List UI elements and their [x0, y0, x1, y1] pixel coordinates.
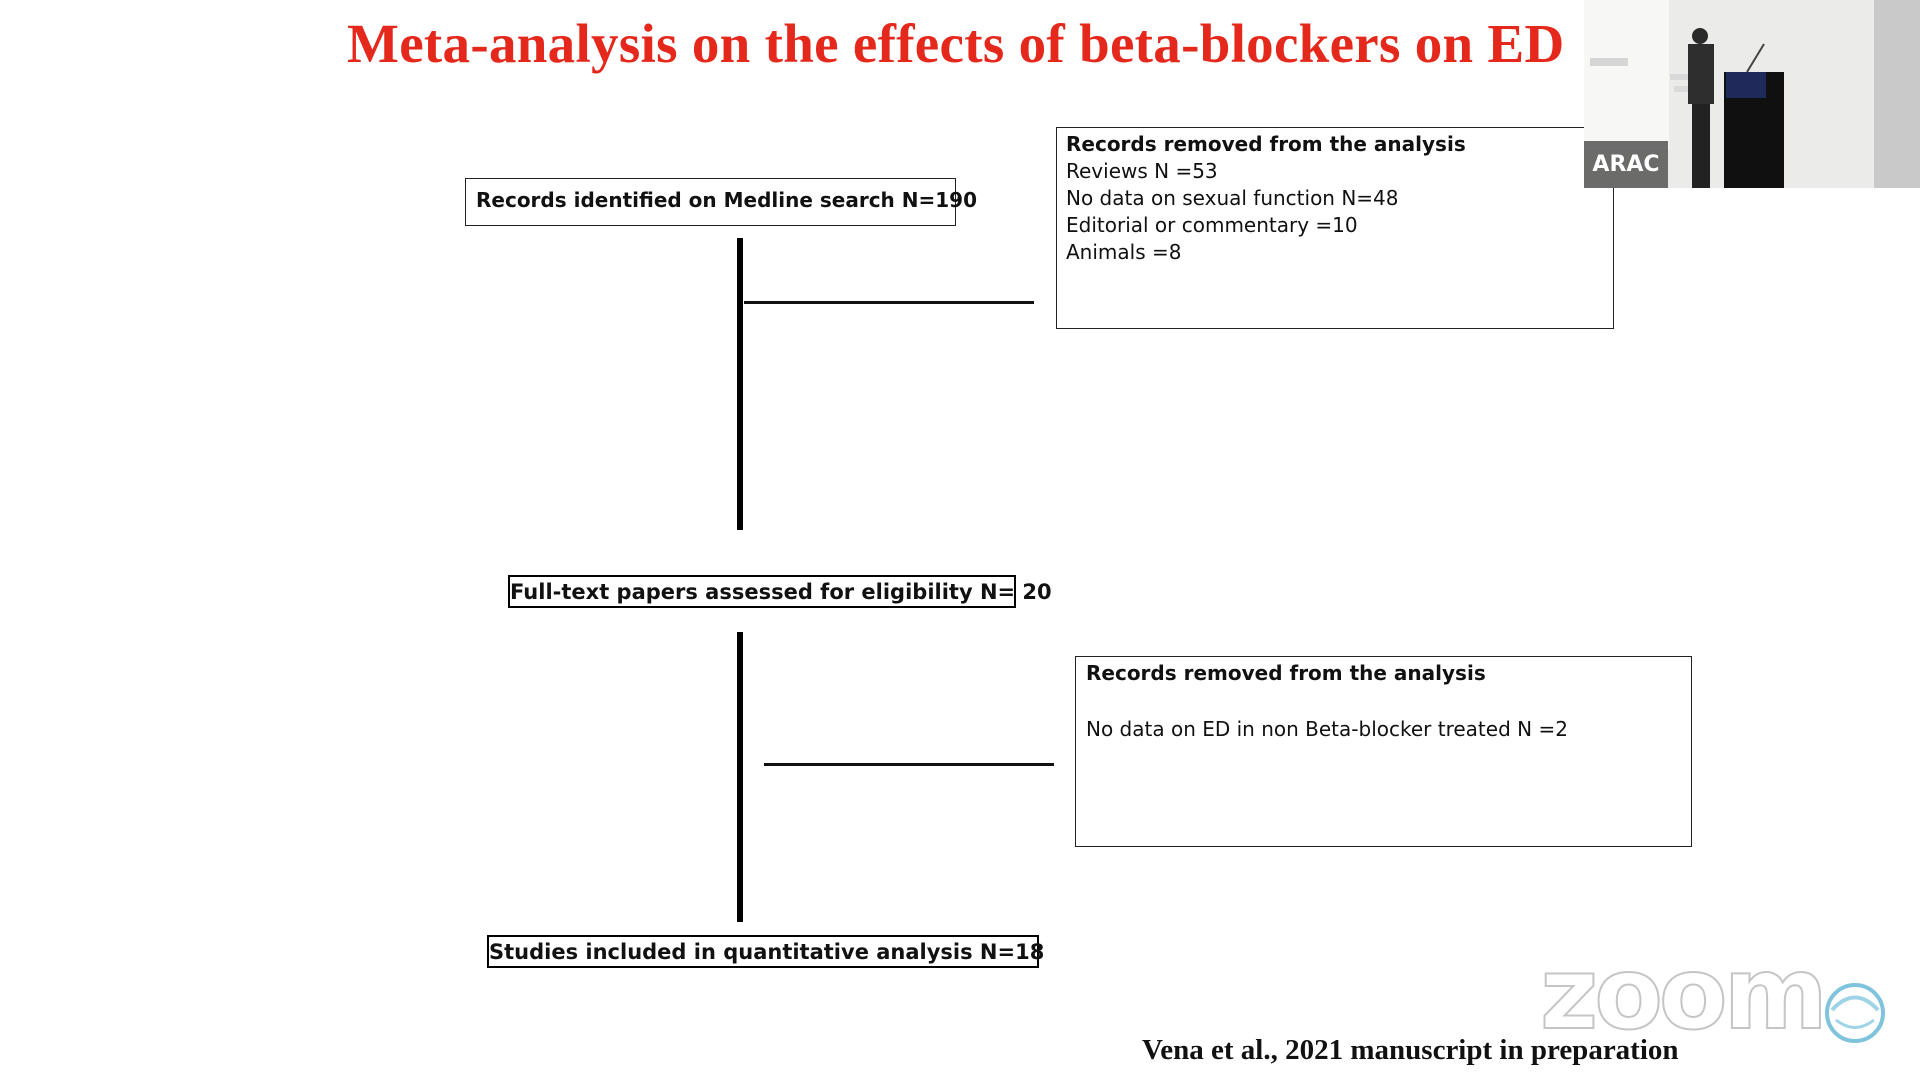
removed-panel-2: Records removed from the analysis No dat…	[1075, 656, 1692, 847]
video-tile[interactable]	[1584, 0, 1920, 188]
removed-1-heading: Records removed from the analysis	[1066, 132, 1466, 156]
removed-1-item: Editorial or commentary =10	[1066, 213, 1358, 237]
fulltext-label: Full-text papers assessed for eligibilit…	[510, 580, 1052, 604]
removed-2-item: No data on ED in non Beta-blocker treate…	[1086, 717, 1568, 741]
connector-vertical-1	[737, 238, 743, 530]
removed-2-heading: Records removed from the analysis	[1086, 661, 1486, 685]
participant-name: ARAC	[1592, 152, 1660, 177]
removed-1-item: Reviews N =53	[1066, 159, 1218, 183]
citation: Vena et al., 2021 manuscript in preparat…	[1142, 1034, 1679, 1066]
fulltext-box: Full-text papers assessed for eligibilit…	[508, 575, 1052, 608]
speaker-video-thumbnail	[1584, 0, 1920, 188]
included-label: Studies included in quantitative analysi…	[489, 940, 1045, 964]
removed-1-item: No data on sexual function N=48	[1066, 186, 1399, 210]
connector-horizontal-1	[744, 301, 1034, 304]
connector-vertical-2	[737, 632, 743, 922]
removed-panel-1: Records removed from the analysis Review…	[1056, 127, 1614, 329]
participant-name-tag: ARAC	[1584, 141, 1668, 188]
zoom-watermark: zoom	[1539, 934, 1829, 1053]
removed-1-item: Animals =8	[1066, 240, 1182, 264]
identified-label: Records identified on Medline search N=1…	[476, 188, 977, 212]
corner-logo-icon	[1825, 983, 1885, 1043]
included-box: Studies included in quantitative analysi…	[487, 935, 1044, 968]
slide-title: Meta-analysis on the effects of beta-blo…	[347, 13, 1565, 74]
identified-box: Records identified on Medline search N=1…	[465, 178, 977, 226]
connector-horizontal-2	[764, 763, 1054, 766]
